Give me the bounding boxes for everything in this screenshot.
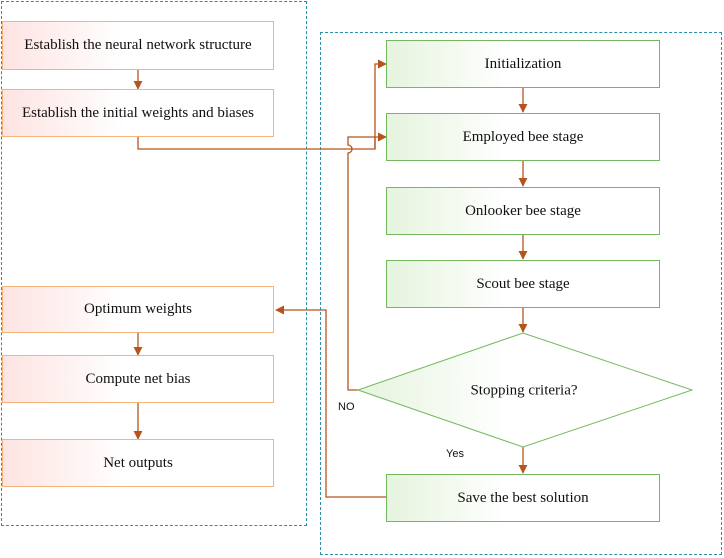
right-panel xyxy=(320,32,722,555)
arrow-no-loop xyxy=(347,136,375,391)
step-onlooker-bee: Onlooker bee stage xyxy=(386,187,660,235)
decision-label: Stopping criteria? xyxy=(470,382,578,399)
arrow-weights-to-initialization xyxy=(374,59,387,149)
step-save-best-solution: Save the best solution xyxy=(386,474,660,522)
step-neural-network-structure: Establish the neural network structure xyxy=(2,21,274,70)
step-initialization: Initialization xyxy=(386,40,660,88)
left-panel xyxy=(1,1,307,526)
step-scout-bee: Scout bee stage xyxy=(386,260,660,308)
step-employed-bee: Employed bee stage xyxy=(386,113,660,161)
step-initial-weights-biases: Establish the initial weights and biases xyxy=(2,89,274,137)
branch-no-label: NO xyxy=(338,401,355,413)
branch-yes-label: Yes xyxy=(446,448,464,460)
step-optimum-weights: Optimum weights xyxy=(2,286,274,333)
step-compute-net-bias: Compute net bias xyxy=(2,355,274,403)
arrow-save-to-optimum xyxy=(275,305,386,498)
step-net-outputs: Net outputs xyxy=(2,439,274,487)
